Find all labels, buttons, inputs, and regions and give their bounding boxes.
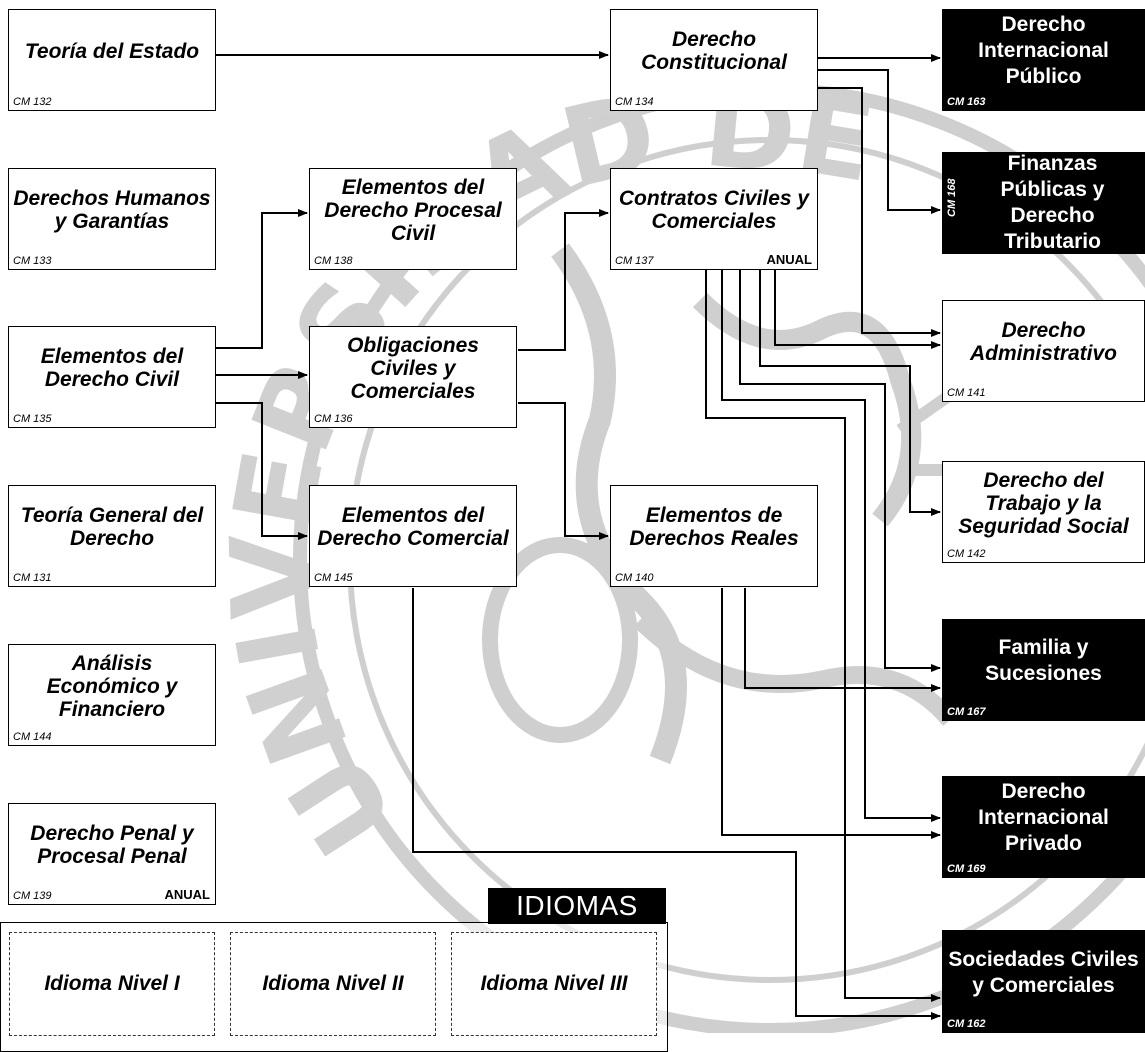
course-derechos-reales[interactable]: Elementos de Derechos Reales CM 140 — [610, 485, 818, 587]
course-derechos-humanos[interactable]: Derechos Humanos y Garantías CM 133 — [8, 168, 216, 270]
course-teoria-del-estado[interactable]: Teoría del Estado CM 132 — [8, 9, 216, 111]
connector-obligaciones-reales — [518, 402, 609, 540]
course-code: CM 169 — [947, 863, 986, 875]
course-code: CM 132 — [13, 96, 52, 108]
course-title: Teoría General del Derecho — [20, 504, 204, 550]
course-title: Derecho Constitucional — [641, 28, 787, 74]
course-code: CM 142 — [947, 548, 986, 560]
course-title: Familia y Sucesiones — [985, 636, 1102, 685]
course-title: Derecho Penal y Procesal Penal — [30, 822, 194, 868]
course-title: Teoría del Estado — [24, 39, 200, 63]
connector-contratos-administrativo — [774, 270, 941, 349]
course-code: CM 135 — [13, 413, 52, 425]
course-title: Contratos Civiles y Comerciales — [618, 187, 810, 233]
course-derecho-comercial[interactable]: Elementos del Derecho Comercial CM 145 — [309, 485, 517, 587]
connector-contratos-sociedades — [705, 270, 941, 1002]
course-code: CM 138 — [314, 255, 353, 267]
course-title: Elementos del Derecho Procesal Civil — [324, 175, 502, 245]
course-code: CM 145 — [314, 572, 353, 584]
course-code: CM 131 — [13, 572, 52, 584]
course-derecho-administrativo[interactable]: Derecho Administrativo CM 141 — [942, 300, 1145, 402]
course-code: CM 141 — [947, 387, 986, 399]
course-internacional-publico[interactable]: Derecho Internacional Público CM 163 — [942, 9, 1145, 111]
course-title: Sociedades Civiles y Comerciales — [948, 947, 1139, 997]
course-code: CM 133 — [13, 255, 52, 267]
connector-reales-familia — [744, 588, 941, 692]
connector-obligaciones-contratos — [518, 209, 609, 351]
connector-civil-comercial — [216, 402, 308, 540]
course-code: CM 137 — [615, 255, 654, 267]
course-title: Elementos del Derecho Civil — [40, 345, 184, 391]
course-code: CM 162 — [947, 1018, 986, 1030]
connector-contratos-intprivado — [721, 270, 941, 822]
language-level-1[interactable]: Idioma Nivel I — [9, 932, 215, 1036]
connector-civil-procesal — [216, 209, 308, 349]
course-sociedades[interactable]: Sociedades Civiles y Comerciales CM 162 — [942, 930, 1145, 1033]
course-familia-sucesiones[interactable]: Familia y Sucesiones CM 167 — [942, 619, 1145, 721]
course-code: CM 167 — [947, 706, 986, 718]
annual-tag: ANUAL — [164, 887, 211, 902]
course-contratos[interactable]: Contratos Civiles y Comerciales CM 137 A… — [610, 168, 818, 270]
course-code: CM 139 — [13, 890, 52, 902]
course-obligaciones[interactable]: Obligaciones Civiles y Comerciales CM 13… — [309, 326, 517, 428]
course-title: Elementos de Derechos Reales — [629, 504, 799, 550]
language-level-3[interactable]: Idioma Nivel III — [451, 932, 657, 1036]
course-derecho-constitucional[interactable]: Derecho Constitucional CM 134 — [610, 9, 818, 111]
course-finanzas-publicas[interactable]: Finanzas Públicas y Derecho Tributario C… — [942, 152, 1145, 254]
course-code: CM 144 — [13, 731, 52, 743]
course-title: Derechos Humanos y Garantías — [13, 187, 211, 233]
connector-constitucional-finanzas — [818, 69, 941, 214]
course-code: CM 134 — [615, 96, 654, 108]
course-title: Derecho Internacional Público — [978, 13, 1109, 88]
connector-constitucional-administrativo — [818, 87, 941, 337]
course-title: Obligaciones Civiles y Comerciales — [347, 333, 479, 403]
connector-contratos-trabajo — [759, 270, 941, 516]
course-title: Análisis Económico y Financiero — [46, 651, 178, 721]
course-title: Derecho Internacional Privado — [978, 780, 1109, 855]
connector-reales-intprivado — [721, 588, 941, 839]
course-title: Finanzas Públicas y Derecho Tributario — [1000, 152, 1105, 253]
course-code: CM 163 — [947, 96, 986, 108]
course-derecho-trabajo[interactable]: Derecho del Trabajo y la Seguridad Socia… — [942, 461, 1145, 563]
annual-tag: ANUAL — [766, 252, 813, 267]
course-title: Derecho del Trabajo y la Seguridad Socia… — [958, 468, 1129, 538]
course-code: CM 136 — [314, 413, 353, 425]
course-internacional-privado[interactable]: Derecho Internacional Privado CM 169 — [942, 776, 1145, 878]
course-code: CM 168 — [946, 178, 958, 217]
course-title: Derecho Administrativo — [969, 319, 1118, 365]
course-analisis-economico[interactable]: Análisis Económico y Financiero CM 144 — [8, 644, 216, 746]
course-teoria-general[interactable]: Teoría General del Derecho CM 131 — [8, 485, 216, 587]
course-derecho-penal[interactable]: Derecho Penal y Procesal Penal CM 139 AN… — [8, 803, 216, 905]
languages-heading: IDIOMAS — [488, 888, 666, 924]
course-code: CM 140 — [615, 572, 654, 584]
language-level-2[interactable]: Idioma Nivel II — [230, 932, 436, 1036]
connector-contratos-familia — [739, 270, 941, 672]
course-title: Elementos del Derecho Comercial — [317, 504, 509, 550]
course-elementos-derecho-civil[interactable]: Elementos del Derecho Civil CM 135 — [8, 326, 216, 428]
course-procesal-civil[interactable]: Elementos del Derecho Procesal Civil CM … — [309, 168, 517, 270]
connector-comercial-sociedades — [412, 588, 941, 1020]
